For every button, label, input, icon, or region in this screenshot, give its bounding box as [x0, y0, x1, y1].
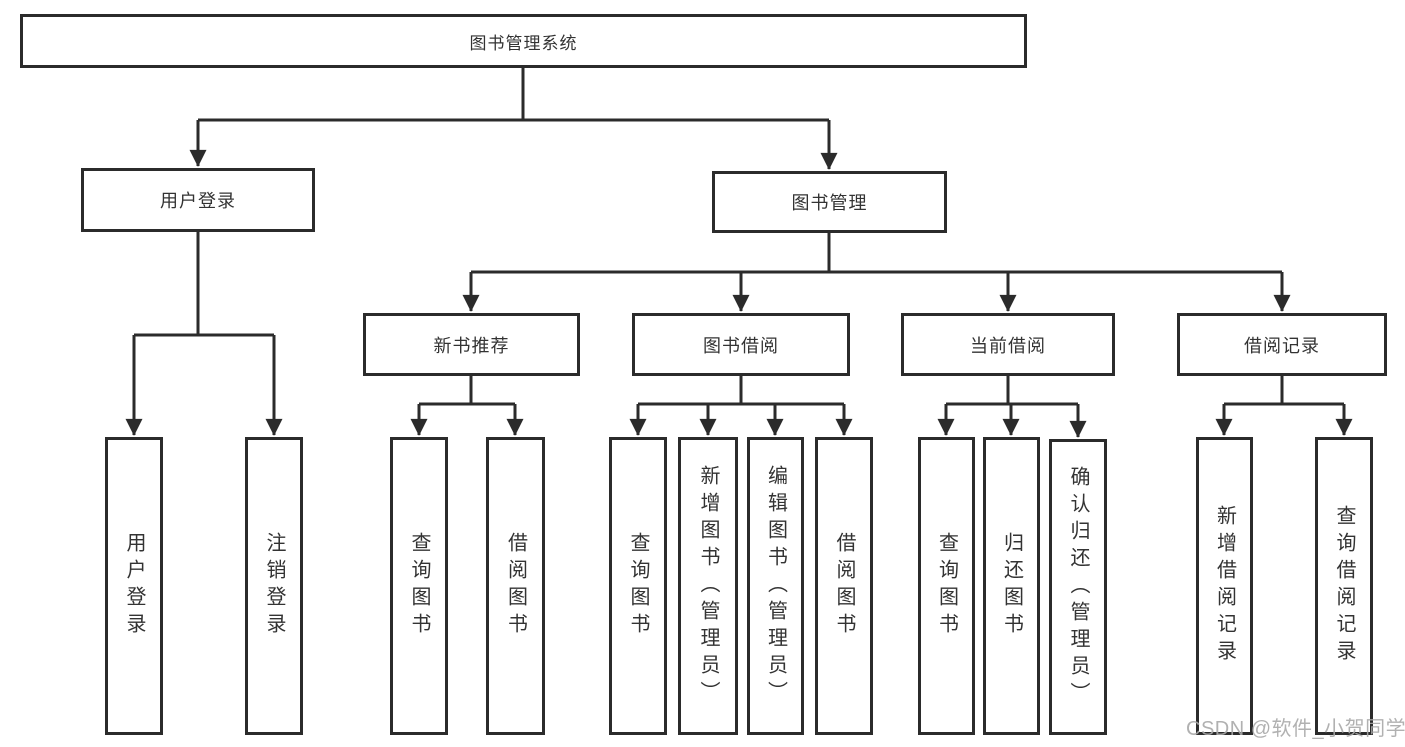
- node-label: 当前借阅: [970, 335, 1046, 356]
- node-label: 用户登录: [160, 191, 236, 211]
- node-label: 归还图书: [1000, 532, 1023, 640]
- node-label: 图书借阅: [703, 335, 779, 356]
- csdn-watermark: CSDN @软件_小贺同学: [1186, 718, 1405, 740]
- leaf-query-books-borrowing: 查询图书: [609, 437, 667, 735]
- node-label: 查询图书: [627, 532, 649, 640]
- leaf-edit-book-admin: 编辑图书（管理员）: [747, 437, 804, 735]
- node-borrow-records: 借阅记录: [1177, 313, 1387, 376]
- leaf-logout: 注销登录: [245, 437, 303, 735]
- node-current-borrowing: 当前借阅: [901, 313, 1115, 376]
- node-label: 确认归还（管理员）: [1067, 465, 1089, 709]
- node-user-login: 用户登录: [81, 168, 315, 232]
- node-book-management: 图书管理: [712, 171, 947, 233]
- node-label: 图书管理: [791, 193, 868, 213]
- node-label: 借阅记录: [1244, 335, 1320, 356]
- leaf-return-book: 归还图书: [983, 437, 1040, 735]
- leaf-query-borrow-record: 查询借阅记录: [1315, 437, 1373, 735]
- node-new-book-recommend: 新书推荐: [363, 313, 580, 376]
- node-label: 新书推荐: [433, 335, 510, 356]
- leaf-add-borrow-record: 新增借阅记录: [1196, 437, 1253, 735]
- leaf-borrow-books: 借阅图书: [815, 437, 873, 735]
- node-book-borrowing: 图书借阅: [632, 313, 850, 376]
- node-label: 借阅图书: [833, 532, 855, 640]
- leaf-borrow-books-recommend: 借阅图书: [486, 437, 545, 735]
- node-label: 查询借阅记录: [1333, 505, 1355, 667]
- node-library-management-system: 图书管理系统: [20, 14, 1027, 68]
- node-label: 借阅图书: [504, 532, 527, 640]
- node-label: 用户登录: [123, 532, 145, 640]
- leaf-query-books-current: 查询图书: [918, 437, 975, 735]
- node-label: 编辑图书（管理员）: [764, 464, 787, 708]
- leaf-user-login: 用户登录: [105, 437, 163, 735]
- node-label: 新增图书（管理员）: [697, 464, 719, 708]
- leaf-query-books-recommend: 查询图书: [390, 437, 448, 735]
- node-label: 查询图书: [935, 532, 958, 640]
- node-label: 查询图书: [408, 532, 430, 640]
- node-label: 注销登录: [263, 532, 285, 640]
- node-label: 图书管理系统: [469, 33, 578, 53]
- leaf-confirm-return-admin: 确认归还（管理员）: [1049, 439, 1107, 735]
- node-label: 新增借阅记录: [1213, 505, 1236, 667]
- leaf-add-book-admin: 新增图书（管理员）: [678, 437, 738, 735]
